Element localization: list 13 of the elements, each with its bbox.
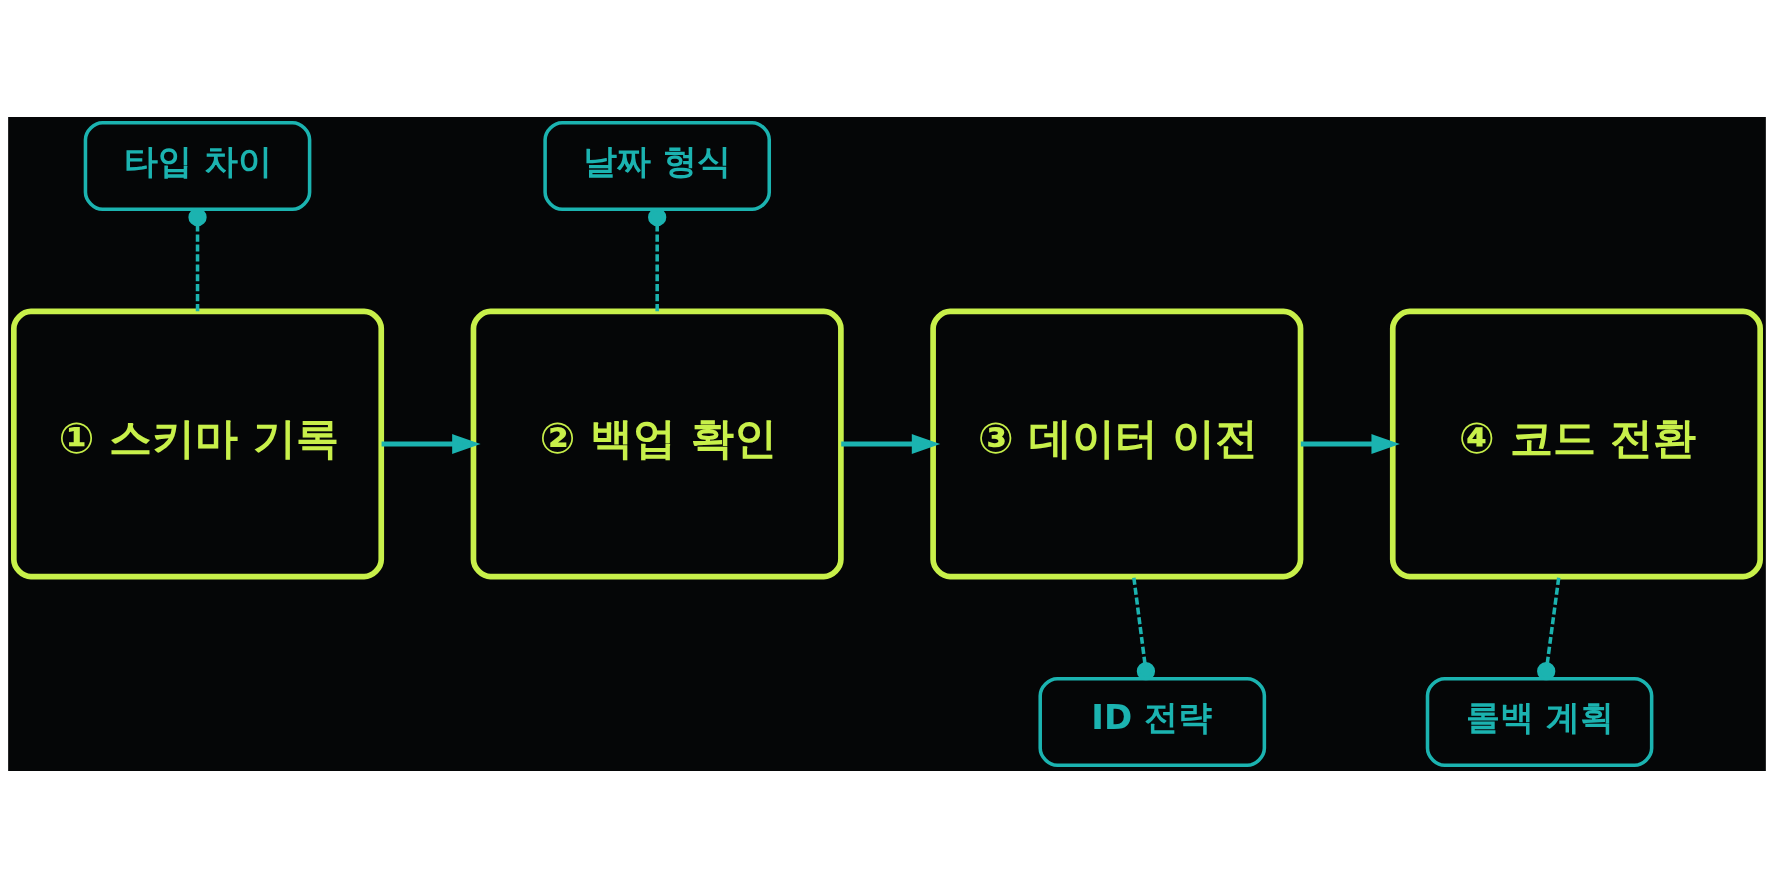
node-box: ④ 코드 전환 bbox=[1389, 308, 1763, 579]
node-box: ③ 데이터 이전 bbox=[930, 308, 1304, 579]
node-box: ② 백업 확인 bbox=[470, 308, 844, 579]
node-box: 롤백 계획 bbox=[1425, 676, 1654, 767]
node-box: 타입 차이 bbox=[83, 120, 312, 211]
node-box: ID 전략 bbox=[1038, 676, 1267, 767]
connector bbox=[1537, 576, 1561, 680]
node-box: ① 스키마 기록 bbox=[11, 308, 385, 579]
connector bbox=[1132, 576, 1156, 680]
arrow bbox=[841, 433, 941, 454]
arrow bbox=[1300, 433, 1400, 454]
arrow bbox=[381, 433, 481, 454]
node-box: 날짜 형식 bbox=[543, 120, 772, 211]
